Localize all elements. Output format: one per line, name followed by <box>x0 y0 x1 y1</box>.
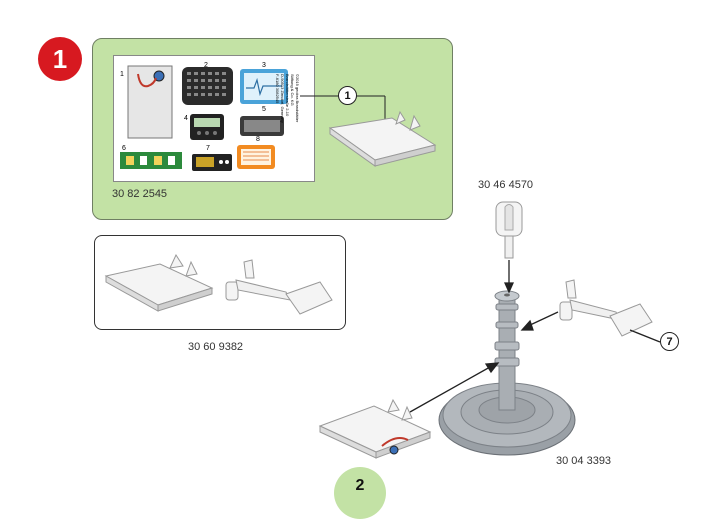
arrow-down-icon <box>503 282 515 294</box>
callout-number-1: 1 <box>338 86 357 105</box>
pole-base-code: 30 04 3393 <box>556 455 612 467</box>
assembly-illustration <box>104 95 661 459</box>
arm-bracket-part <box>559 279 653 337</box>
sticker-number: 8 <box>256 136 260 143</box>
page-number: 2 <box>334 467 386 519</box>
svg-text:D-90513 Zirndorf, Germany: D-90513 Zirndorf, Germany <box>280 74 285 123</box>
sticker-6-banner <box>120 152 182 169</box>
sticker-sheet: 1 2 3 4 5 6 7 <box>113 55 315 182</box>
sticker-number: 7 <box>206 145 210 152</box>
holder-top-code: 30 46 4570 <box>478 179 534 191</box>
tray-part <box>328 110 437 167</box>
holder-top-part <box>495 201 523 259</box>
svg-text:Stiftung & Co. KG: Stiftung & Co. KG <box>290 74 295 106</box>
step-number-badge: 1 <box>38 37 82 81</box>
sticker-artwork: 1 2 3 4 5 6 7 <box>120 62 300 171</box>
sticker-number: 5 <box>262 106 266 113</box>
svg-text:©2019 geobra Brandstätter: ©2019 geobra Brandstätter <box>295 74 300 123</box>
sticker-number: 1 <box>120 71 124 78</box>
sticker-sheet-code: 30 82 2545 <box>112 188 168 200</box>
assembly-arrows <box>409 260 661 413</box>
box-content-code: 30 60 9382 <box>188 341 244 353</box>
svg-text:F-6180 3082545: F-6180 3082545 <box>275 74 280 104</box>
sticker-number: 6 <box>122 145 126 152</box>
sticker-1-panel <box>127 65 173 139</box>
box-content-panel <box>94 235 346 330</box>
tray-part-box <box>104 253 214 312</box>
sticker-number: 2 <box>204 62 208 69</box>
sticker-number: 4 <box>184 115 188 122</box>
arrow-up-right-icon <box>484 362 500 374</box>
svg-text:Brandstätterstraße 2-10: Brandstätterstraße 2-10 <box>285 74 290 117</box>
fine-print: ©2019 geobra Brandstätter Stiftung & Co.… <box>275 74 300 123</box>
callout-number-7: 7 <box>660 332 679 351</box>
arm-bracket-part-box <box>225 259 333 315</box>
tray-with-stethoscope-part <box>318 398 432 459</box>
arrow-left-icon <box>520 319 534 331</box>
sticker-number: 3 <box>262 62 266 69</box>
pole-part <box>438 290 576 456</box>
